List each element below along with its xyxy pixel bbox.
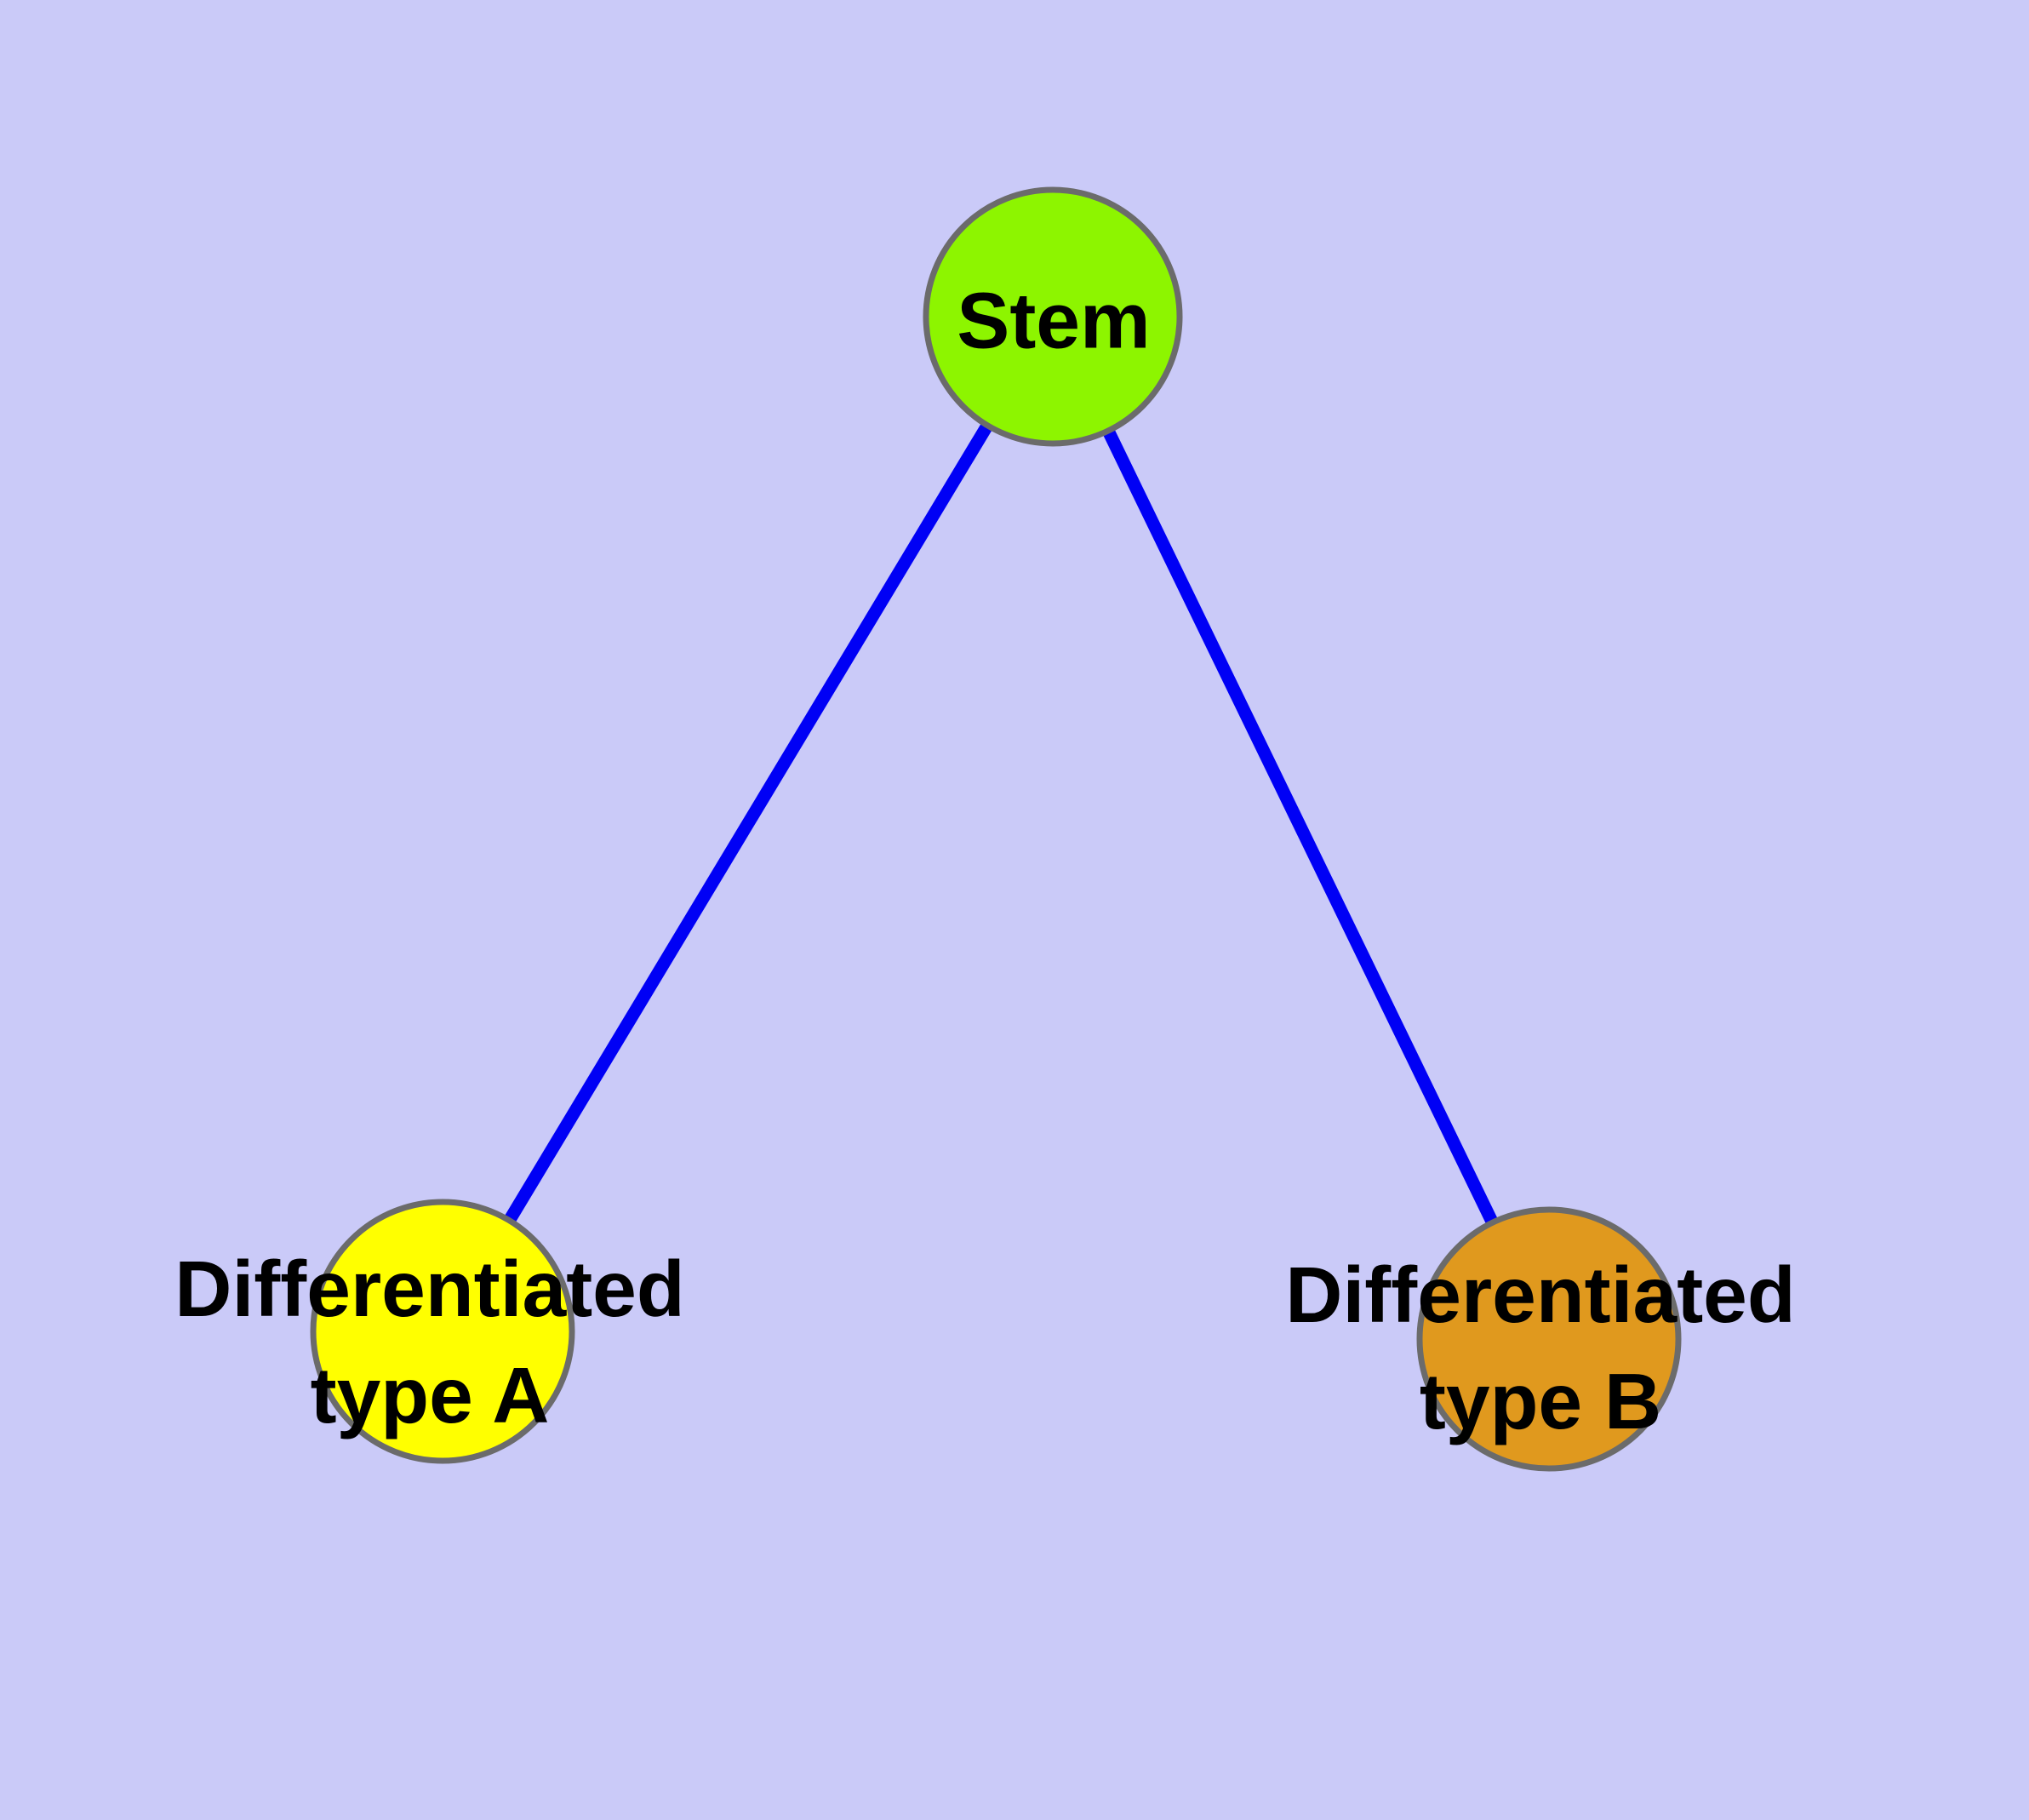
node-stem[interactable] xyxy=(923,186,1183,447)
node-type-b[interactable] xyxy=(1416,1206,1682,1472)
edge-stem-to-type-a xyxy=(437,313,1059,1335)
edge-stem-to-type-b xyxy=(1047,313,1555,1342)
node-type-a[interactable] xyxy=(310,1199,575,1464)
